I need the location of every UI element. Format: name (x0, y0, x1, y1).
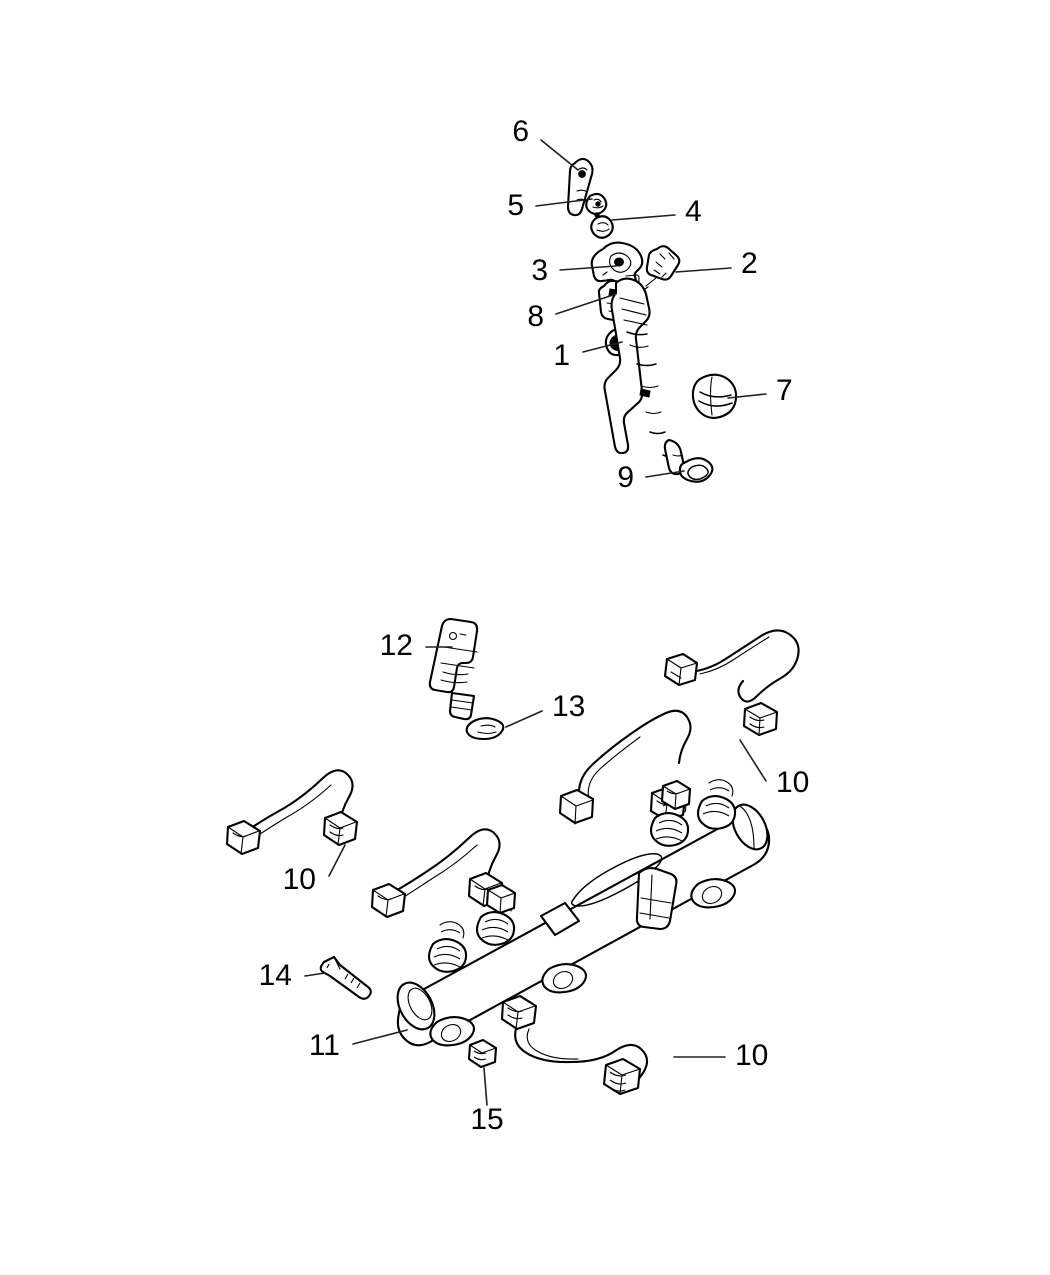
tube-hex-fitting (663, 652, 699, 687)
rail-injector-port (427, 921, 468, 973)
rail-mounting-flange (541, 963, 588, 994)
callout-leader-2 (675, 267, 732, 273)
injector-assembly-group (566, 157, 738, 483)
protective-cap (691, 373, 738, 419)
callout-number-1[interactable]: 1 (553, 339, 570, 372)
tube-hex-fitting (558, 788, 595, 825)
fuel-rail (396, 779, 771, 1069)
fuel-rail-mounting-bolt (319, 955, 372, 1000)
callout-leader-5 (535, 198, 593, 207)
rail-injector-port (696, 779, 737, 830)
tube-hex-fitting (322, 810, 359, 847)
callout-number-2[interactable]: 2 (741, 247, 758, 280)
fuel-rail-left-end (396, 981, 436, 1031)
fuel-injector-body (603, 277, 686, 476)
callout-leader-6 (540, 139, 579, 171)
callout-number-6[interactable]: 6 (512, 115, 529, 148)
bushing (585, 192, 608, 216)
callout-number-14[interactable]: 14 (259, 959, 292, 992)
rail-sensor-block (635, 867, 678, 931)
callout-leader-13 (505, 710, 543, 728)
rail-mounting-flange (690, 878, 737, 909)
tube-hex-fitting (225, 819, 262, 856)
callout-leader-3 (559, 265, 617, 271)
callout-number-3[interactable]: 3 (531, 254, 548, 287)
callout-leader-8 (555, 293, 617, 315)
callout-number-10[interactable]: 10 (283, 863, 316, 896)
fuel-supply-tube-left-upper (225, 769, 359, 856)
sensor-seal-ring (465, 717, 505, 741)
callout-leader-15 (483, 1067, 488, 1106)
spacer-washer (590, 215, 614, 239)
callout-number-11[interactable]: 11 (309, 1029, 340, 1062)
callout-number-12[interactable]: 12 (380, 629, 413, 662)
callout-leader-11 (352, 1029, 408, 1045)
fuel-supply-tube-upper-right (663, 629, 800, 737)
callout-leader-10 (328, 844, 346, 877)
callout-leader-10 (739, 739, 767, 782)
callout-number-4[interactable]: 4 (685, 195, 702, 228)
fuel-rail-assembly-group (225, 617, 800, 1096)
callout-leader-4 (611, 214, 676, 221)
tube-hex-fitting (742, 701, 779, 737)
electrical-connector-clip (641, 245, 681, 292)
callout-leader-lines (304, 139, 767, 1106)
tube-hex-fitting (370, 882, 407, 919)
fuel-supply-tube-left-lower (370, 828, 504, 919)
callout-number-13[interactable]: 13 (552, 690, 585, 723)
injector-seal-washer (678, 457, 714, 483)
callout-leader-1 (582, 341, 623, 353)
callout-number-8[interactable]: 8 (527, 300, 544, 333)
tube-hex-fitting (500, 994, 538, 1031)
fuel-pressure-sensor (428, 617, 479, 721)
callout-leader-9 (645, 470, 685, 478)
callout-number-5[interactable]: 5 (507, 189, 524, 222)
rail-mounting-flange (429, 1016, 476, 1047)
fuel-supply-tube-lower-right (500, 994, 649, 1096)
rail-stud-nut (467, 1038, 498, 1069)
rail-hex-nut (485, 883, 517, 915)
callout-number-10[interactable]: 10 (776, 766, 809, 799)
callout-number-7[interactable]: 7 (776, 374, 793, 407)
callout-number-9[interactable]: 9 (617, 461, 634, 494)
tube-hex-fitting (602, 1057, 642, 1096)
fuel-rail-right-end (731, 803, 769, 851)
callout-number-10[interactable]: 10 (735, 1039, 768, 1072)
fuel-supply-tube-center (558, 709, 692, 825)
callout-leader-14 (304, 972, 326, 977)
rail-hex-nut (660, 779, 692, 811)
callout-number-15[interactable]: 15 (470, 1103, 503, 1136)
callout-leader-7 (727, 393, 767, 399)
